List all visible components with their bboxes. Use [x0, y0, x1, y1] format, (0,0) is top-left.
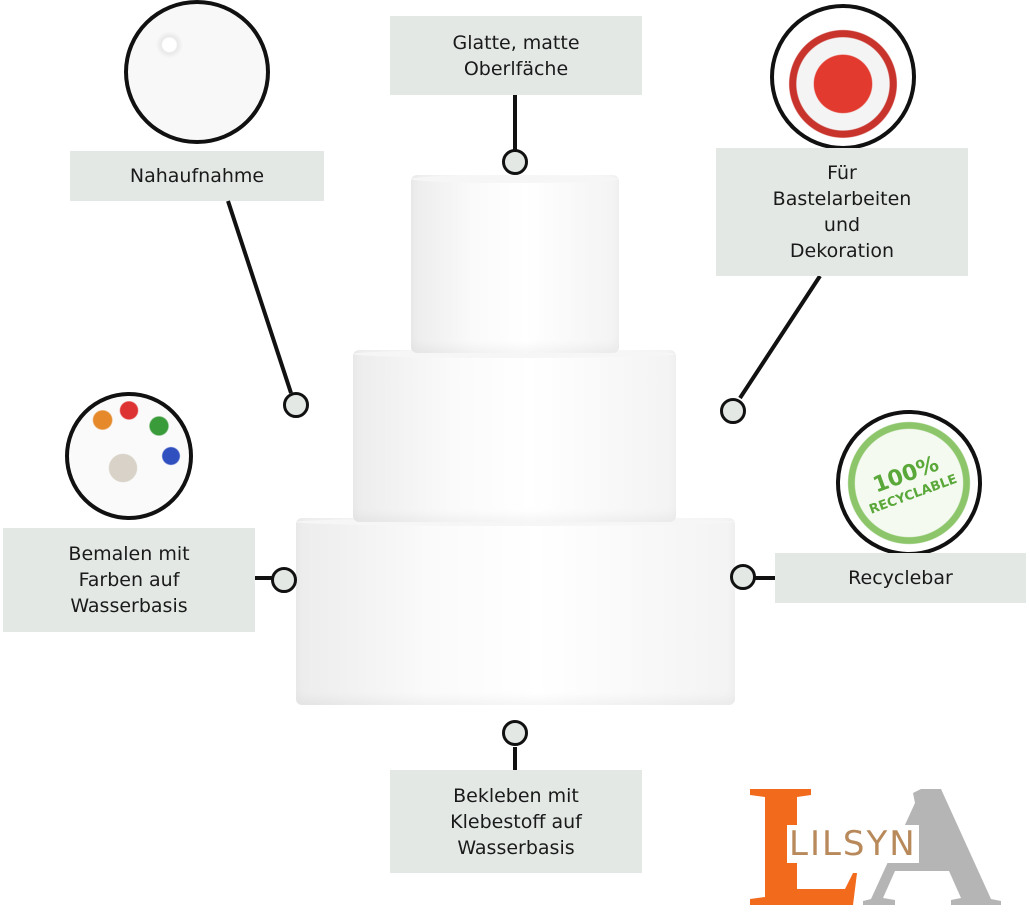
connector-line — [255, 576, 272, 580]
connector-dot — [502, 149, 528, 175]
connector-line — [513, 95, 517, 150]
connector-dot — [271, 567, 297, 593]
crafts-cake-photo — [770, 4, 916, 150]
feature-glue: Bekleben mit Klebestoff auf Wasserbasis — [390, 770, 642, 873]
connector-dot — [502, 720, 528, 746]
logo-letter-a-shape — [863, 789, 1001, 905]
logo-letter-l-shape — [750, 789, 857, 905]
closeup-photo — [124, 0, 270, 144]
connector-dot — [720, 398, 746, 424]
connector-line — [513, 747, 517, 770]
feature-crafts: Für Bastelarbeiten und Dekoration — [716, 148, 968, 276]
feature-closeup: Nahaufnahme — [70, 151, 324, 201]
feature-smooth-surface: Glatte, matte Oberlfäche — [390, 16, 642, 95]
feature-recyclable: Recyclebar — [775, 553, 1026, 603]
logo-monogram-graphic — [750, 789, 1001, 905]
connector-line — [755, 576, 775, 580]
connector-dot — [283, 392, 309, 418]
logo-name: LILSYN — [787, 824, 919, 864]
cake-tier-bottom — [296, 518, 735, 705]
paint-photo — [65, 392, 193, 520]
brand-logo: LILSYN — [745, 775, 1005, 910]
cake-tier-top — [411, 175, 619, 353]
cake-tier-middle — [353, 350, 676, 522]
connector-dot — [730, 564, 756, 590]
feature-paint: Bemalen mit Farben auf Wasserbasis — [3, 528, 255, 632]
